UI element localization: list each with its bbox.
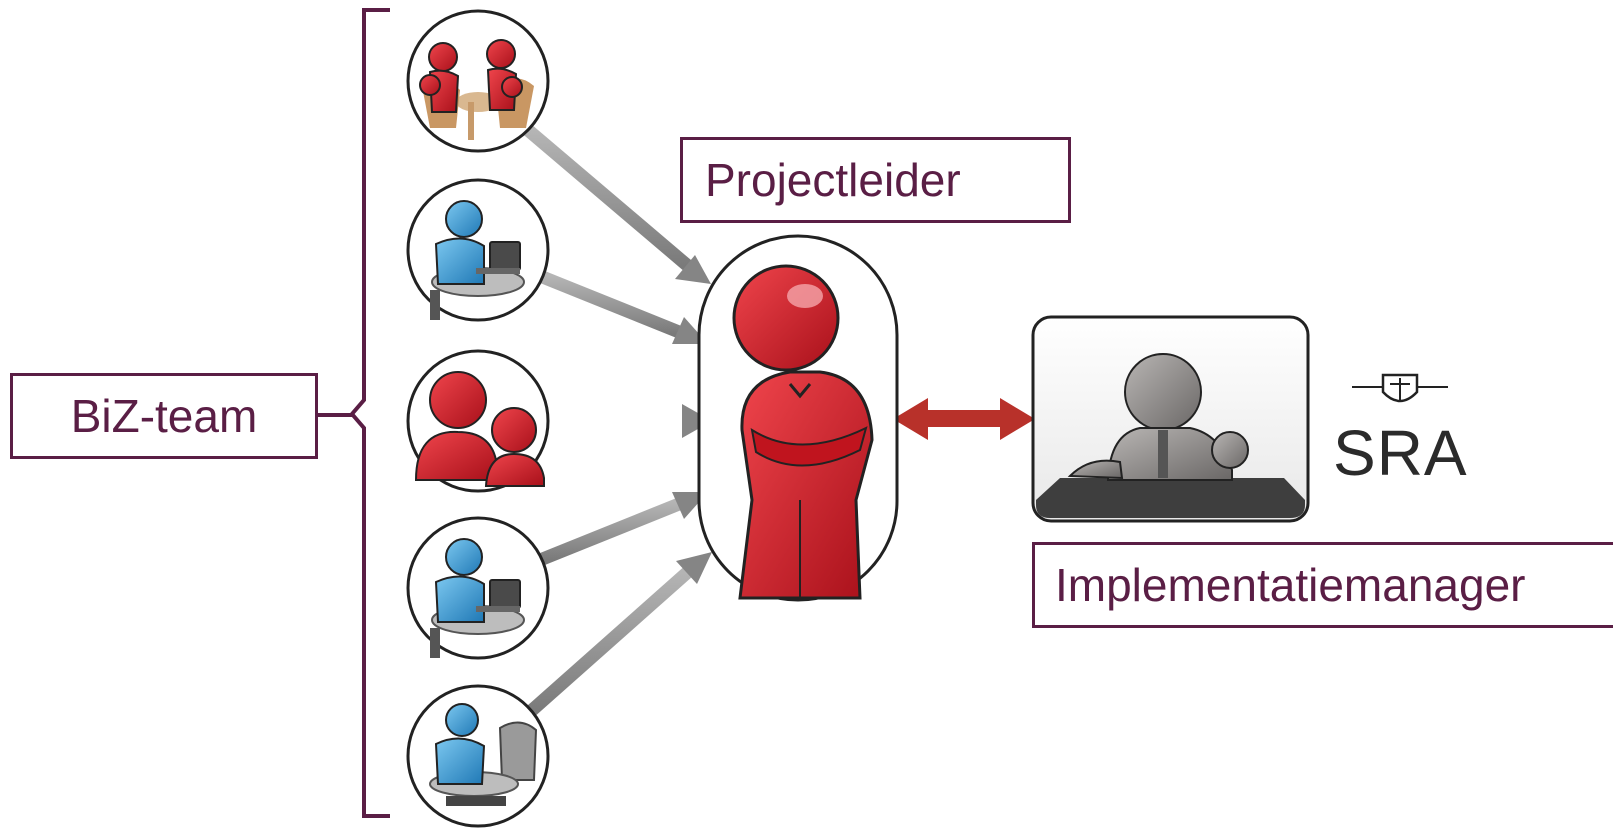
manager-label: Implementatiemanager — [1032, 542, 1613, 628]
arrow-3 — [548, 404, 712, 438]
team-brace — [349, 8, 390, 818]
arrow-5 — [525, 552, 712, 717]
laptop-worker-icon — [406, 516, 550, 660]
team-meeting-icon — [406, 9, 550, 153]
team-label: BiZ-team — [10, 373, 318, 459]
laptop-worker-icon — [406, 178, 550, 322]
project-leader-icon — [697, 234, 899, 602]
desk-worker-icon — [406, 684, 550, 828]
leader-manager-arrow — [893, 398, 1035, 440]
arrow-1 — [523, 125, 711, 284]
sra-logo-icon — [1352, 373, 1448, 403]
lead-label-text: Projectleider — [705, 154, 961, 206]
org-label: SRA — [1333, 417, 1468, 489]
group-icon — [406, 349, 550, 493]
lead-label: Projectleider — [680, 137, 1071, 223]
team-label-text: BiZ-team — [70, 390, 258, 442]
arrow-4 — [537, 492, 708, 567]
manager-icon — [1031, 315, 1310, 523]
arrow-2 — [537, 269, 708, 344]
manager-label-text: Implementatiemanager — [1055, 559, 1526, 611]
